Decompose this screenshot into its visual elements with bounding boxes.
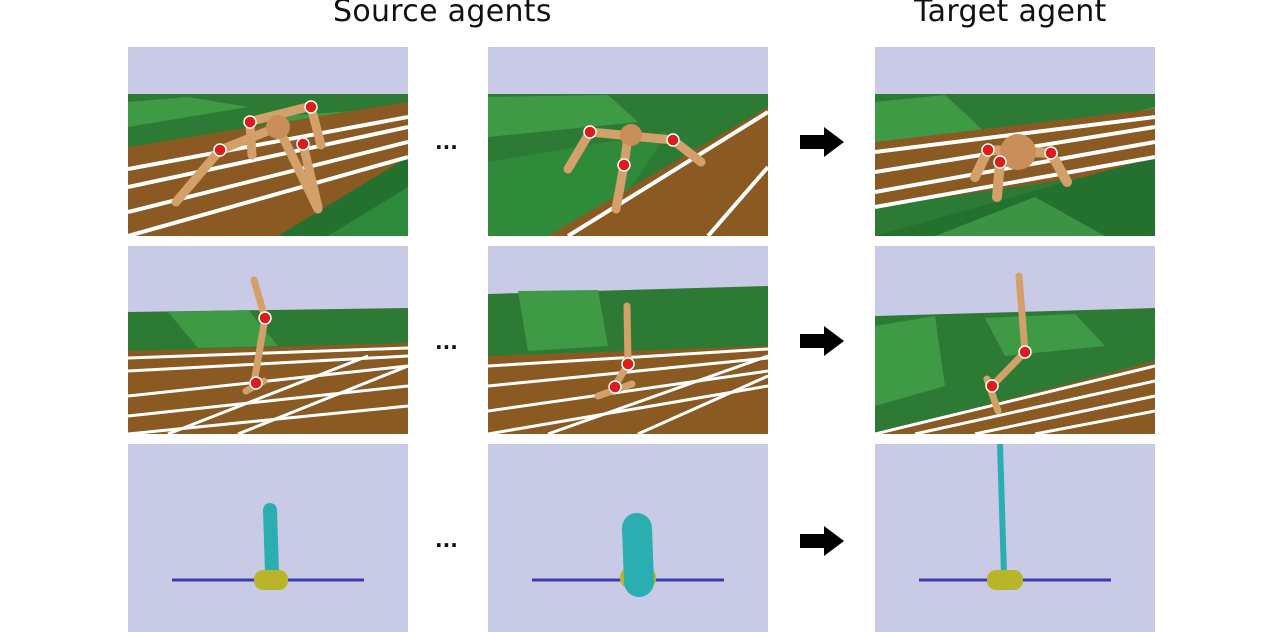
- row-1-ellipsis: ...: [435, 130, 458, 154]
- source-agents-heading: Source agents: [333, 0, 552, 29]
- right-arrow-icon: [800, 526, 844, 561]
- row-2-ellipsis: ...: [435, 330, 458, 354]
- cartpole-target-panel: [875, 444, 1155, 632]
- cartpole-source-panel-2: [488, 444, 768, 632]
- quadruped-source-panel-2: [488, 47, 768, 236]
- row-3-ellipsis: ...: [435, 528, 458, 552]
- hopper-target-panel: [875, 246, 1155, 434]
- hopper-source-panel-1: [128, 246, 408, 434]
- quadruped-target-panel: [875, 47, 1155, 236]
- hopper-source-panel-2: [488, 246, 768, 434]
- target-agent-heading: Target agent: [914, 0, 1107, 29]
- quadruped-source-panel-1: [128, 47, 408, 236]
- cartpole-source-panel-1: [128, 444, 408, 632]
- right-arrow-icon: [800, 326, 844, 361]
- right-arrow-icon: [800, 127, 844, 162]
